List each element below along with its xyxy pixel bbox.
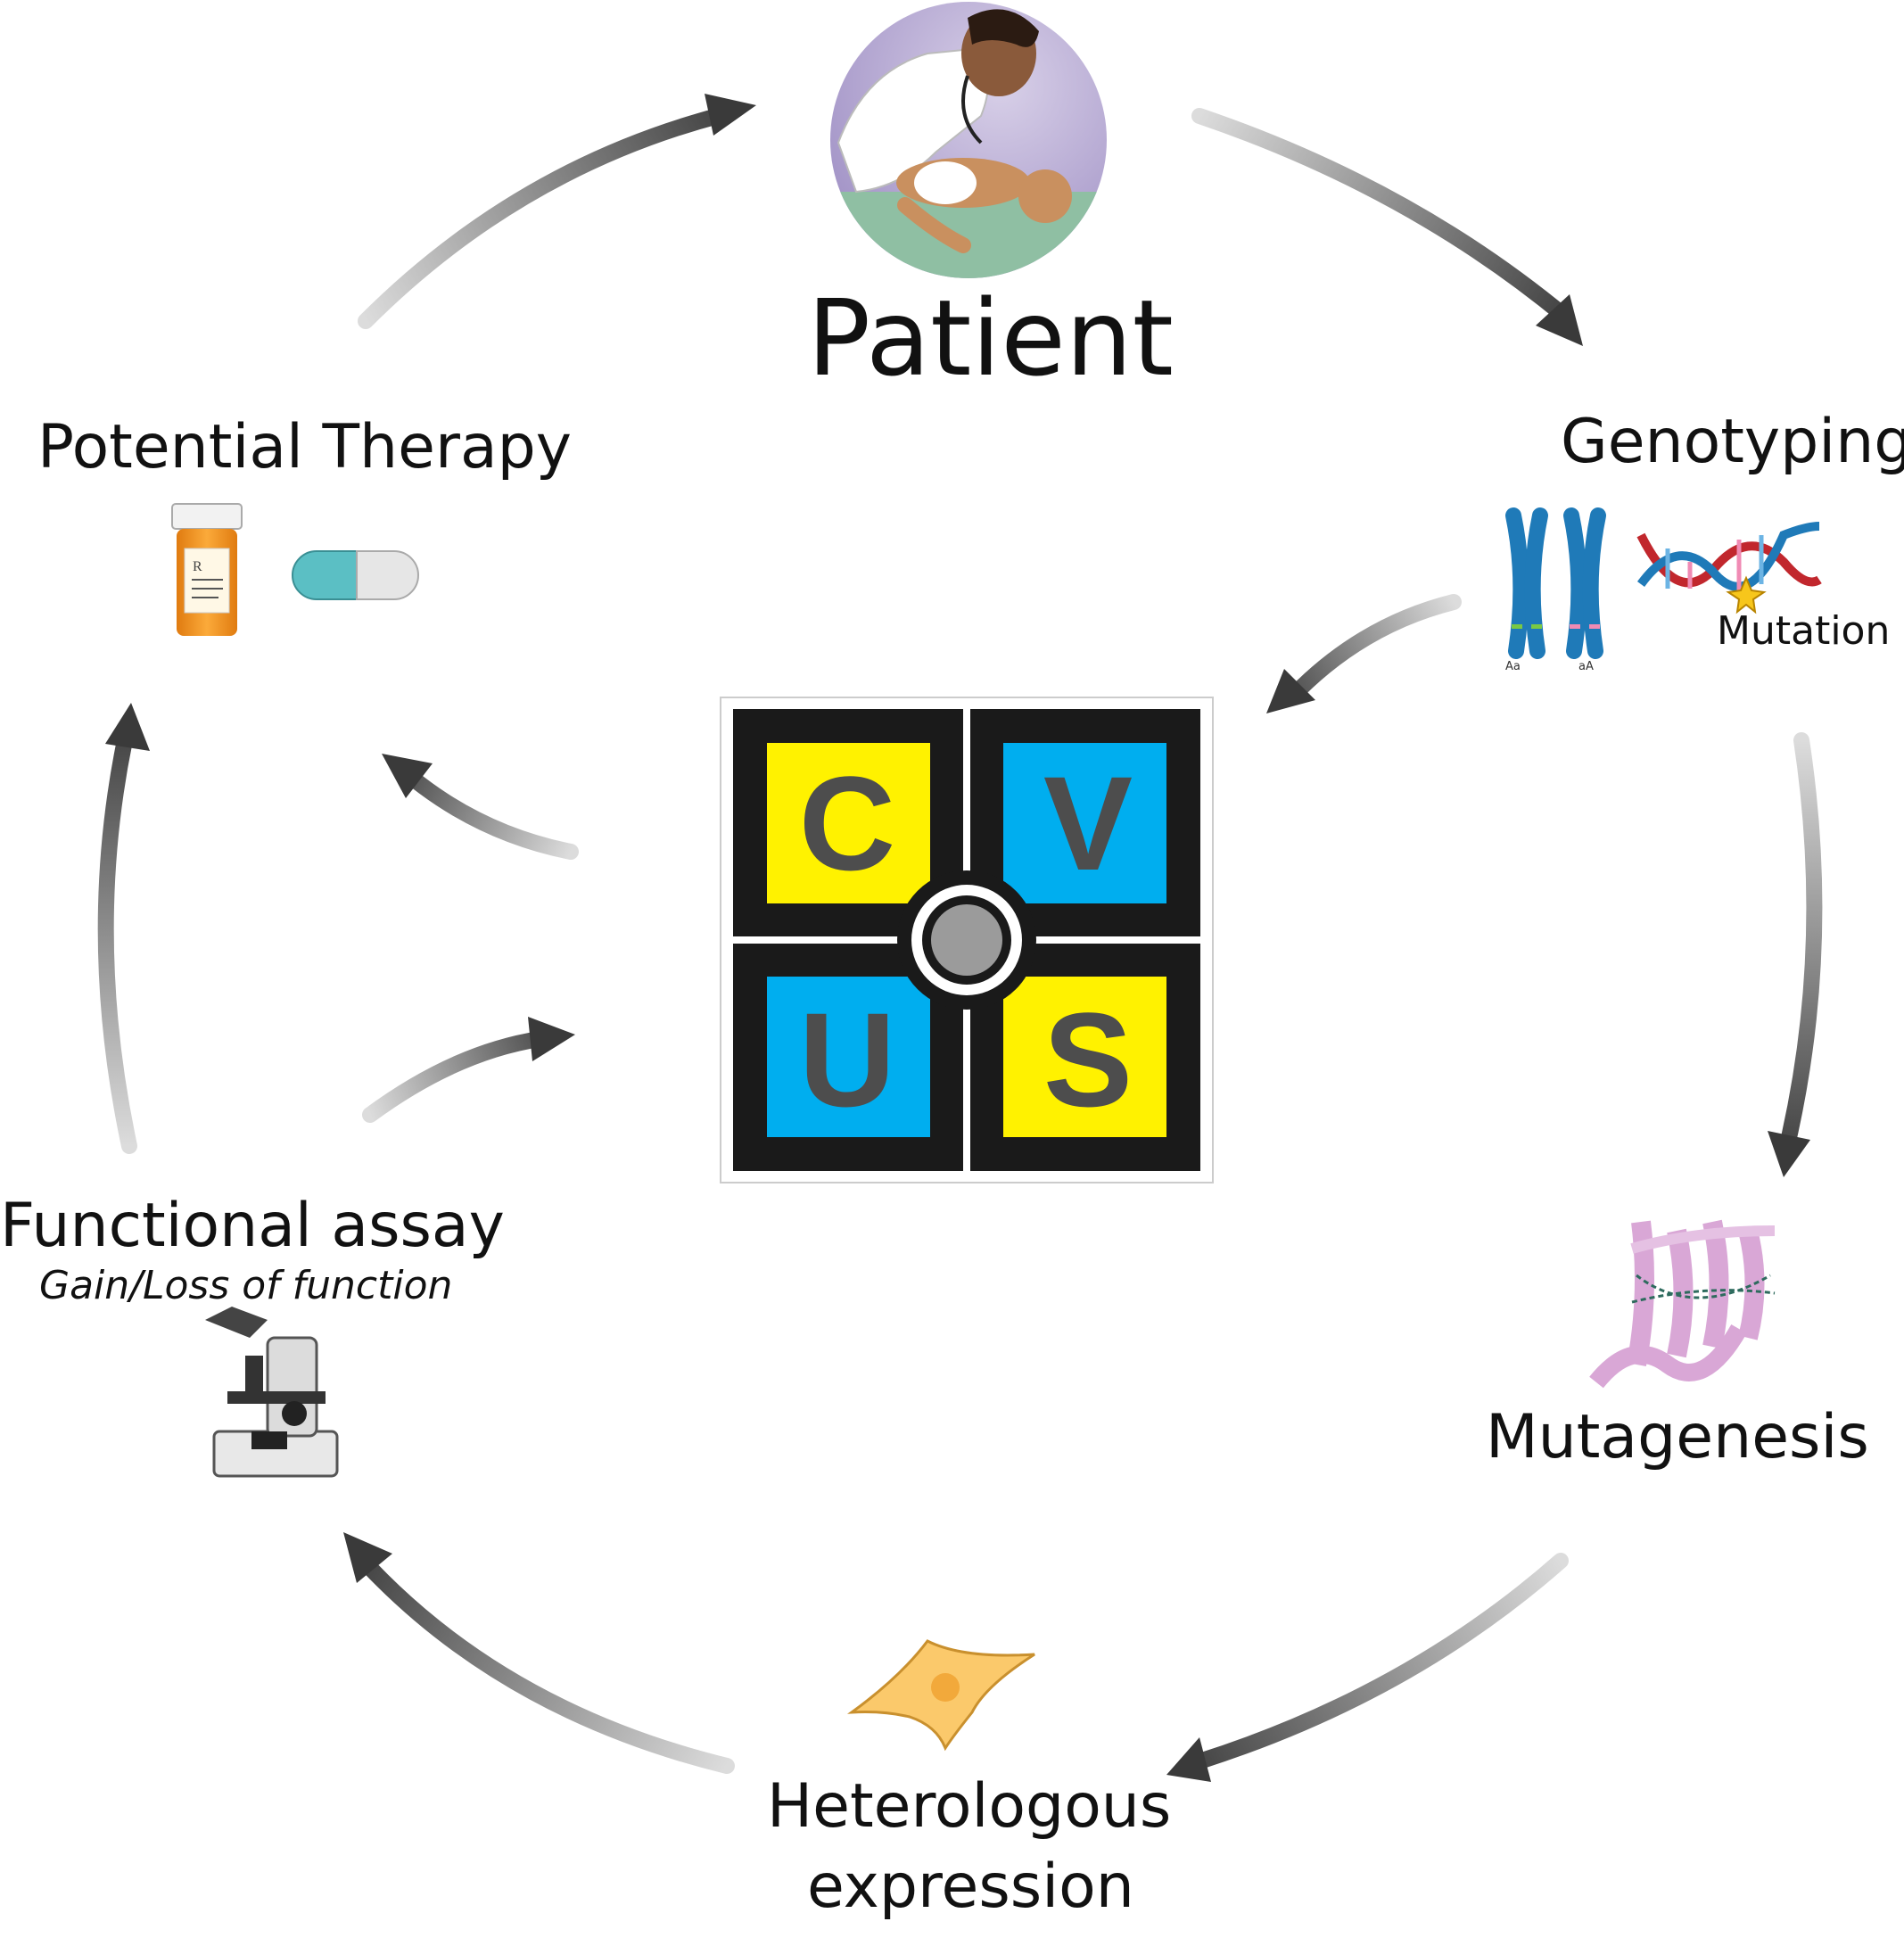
mutagenesis-label: Mutagenesis [1486, 1402, 1869, 1472]
protein-structure-icon [1589, 1219, 1776, 1389]
arrow-genotyping-to-center [1266, 594, 1462, 713]
svg-text:R: R [193, 559, 202, 574]
arrow-patient-to-genotyping [1191, 108, 1583, 346]
arrow-expression-to-functional [343, 1532, 735, 1774]
arrow-therapy-to-patient [358, 94, 756, 329]
chromosome-pair-icon [1505, 507, 1606, 659]
arrow-center-to-therapy [382, 754, 579, 860]
pill-bottle-icon: R [171, 503, 243, 636]
patient-label: Patient [807, 276, 1174, 400]
dna-helix-icon [1636, 522, 1822, 614]
capsule-icon [292, 550, 419, 600]
expression-label: expression [807, 1851, 1134, 1922]
arrow-genotyping-to-mutagenesis [1768, 732, 1823, 1177]
arrow-functional-to-therapy [97, 703, 150, 1154]
cvus-letter-u: U [799, 985, 895, 1134]
mutation-label: Mutation [1717, 608, 1891, 654]
cvus-letter-c: C [799, 748, 895, 898]
functional-assay-sublabel: Gain/Loss of function [39, 1263, 453, 1308]
microscope-icon [205, 1307, 339, 1478]
potential-therapy-label: Potential Therapy [37, 412, 573, 482]
cvus-logo: C V U S [720, 697, 1214, 1183]
genotyping-label: Genotyping [1561, 407, 1904, 477]
arrow-mutagenesis-to-expression [1166, 1553, 1569, 1782]
cell-icon [846, 1639, 1035, 1752]
patient-illustration [830, 2, 1107, 278]
heterologous-label: Heterologous [767, 1771, 1172, 1842]
functional-assay-label: Functional assay [0, 1191, 505, 1261]
chromosome-label-aa: Aa [1505, 660, 1521, 673]
cvus-letter-s: S [1043, 985, 1133, 1134]
chromosome-label-aa-reversed: aA [1578, 660, 1594, 673]
cvus-letter-v: V [1043, 748, 1133, 898]
arrow-functional-to-center [362, 1017, 575, 1123]
